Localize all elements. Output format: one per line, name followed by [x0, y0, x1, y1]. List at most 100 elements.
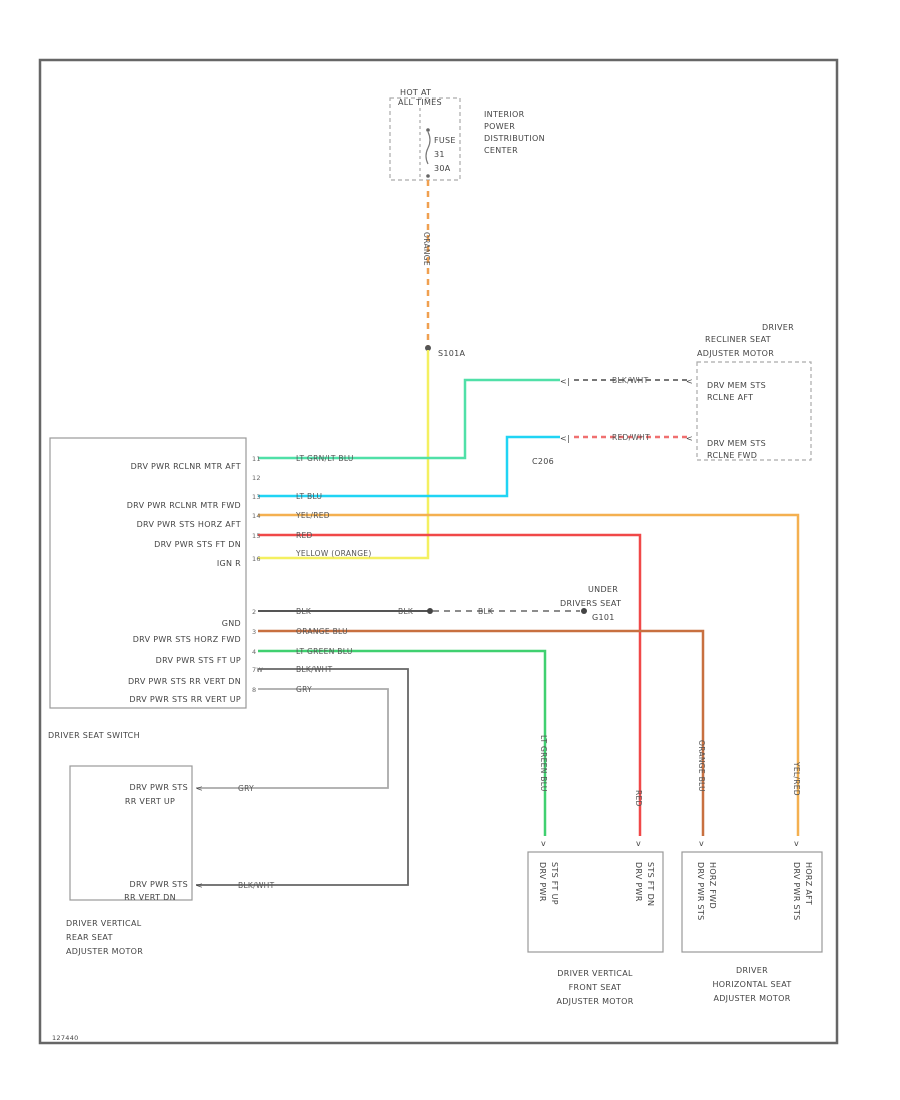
horz-title-2: HORIZONTAL SEAT: [712, 980, 791, 989]
switch-terminal-6-name: IGN R: [217, 559, 241, 568]
switch-pin-11: 8: [252, 686, 256, 694]
switch-pin-7: 2: [252, 608, 256, 616]
wire-red: [258, 533, 642, 836]
switch-terminal-3-name: DRV PWR RCLNR MTR FWD: [127, 501, 241, 510]
wire-orange-blu: [258, 629, 705, 836]
wire-label-pin7: BLK: [296, 607, 312, 616]
switch-terminal-9-name: DRV PWR STS FT UP: [156, 656, 241, 665]
fuse-number: 31: [434, 150, 445, 159]
wire-yellow-ign: [258, 350, 430, 560]
connector-c206-lower: <: [560, 434, 567, 443]
fuse-label: FUSE: [434, 136, 456, 145]
switch-terminal-1-name: DRV PWR RCLNR MTR AFT: [131, 462, 241, 471]
rear-vertical-motor: DRV PWR STS RR VERT UP DRV PWR STS RR VE…: [66, 765, 203, 956]
front-arrow-2: v: [636, 839, 641, 848]
wire-label-pin5: RED: [296, 531, 313, 540]
fuse-top-terminal: [426, 128, 430, 132]
wire-label-gry-rear: GRY: [238, 784, 254, 793]
splice-s101: [427, 608, 433, 614]
rear-pin2-line1: DRV PWR STS: [130, 880, 188, 889]
switch-pin-6: 16: [252, 555, 261, 563]
switch-label: DRIVER SEAT SWITCH: [48, 731, 140, 740]
splice-s101a: [425, 345, 431, 351]
horz-arrow-1: v: [699, 839, 704, 848]
wire-label-lt-green-blu-vert: LT GREEN BLU: [539, 735, 548, 792]
wire-label-orange-blu-vert: ORANGE BLU: [697, 740, 706, 792]
wire-label-blk-wht-rear: BLK/WHT: [238, 881, 275, 890]
recliner-title-2: RECLINER SEAT: [705, 335, 771, 344]
connector-c206-lower-2: |: [567, 434, 570, 443]
switch-terminal-7-name: GND: [222, 619, 241, 628]
rear-pin1-line2: RR VERT UP: [125, 797, 175, 806]
rear-title-3: ADJUSTER MOTOR: [66, 947, 143, 956]
ground-label-1: UNDER: [588, 585, 618, 594]
switch-pin-8: 3: [252, 628, 256, 636]
recliner-motor: DRIVER RECLINER SEAT ADJUSTER MOTOR DRV …: [696, 323, 812, 461]
footer-code: 127440: [52, 1034, 79, 1042]
feed-wire-label: ORANGE: [422, 232, 431, 266]
arrow-recliner-pin1: <: [686, 377, 693, 386]
wire-label-blk-right: BLK: [478, 607, 494, 616]
connector-c206-label: C206: [532, 457, 554, 466]
recliner-title-1: DRIVER: [762, 323, 794, 332]
ground-label-2: DRIVERS SEAT: [560, 599, 621, 608]
wire-label-pin10: BLK/WHT: [296, 665, 333, 674]
recliner-pin2-line2: RCLNE FWD: [707, 451, 757, 460]
driver-seat-switch: DRV PWR RCLNR MTR AFT DRV PWR RCLNR MTR …: [48, 437, 263, 740]
horizontal-motor: v v DRV PWR STS HORZ FWD DRV PWR STS HOR…: [681, 839, 823, 1003]
fuse-rating: 30A: [434, 164, 451, 173]
switch-pin-3: 13: [252, 493, 261, 501]
wire-label-blk-wht-recliner: BLK/WHT: [612, 376, 649, 385]
rear-pin1-line1: DRV PWR STS: [130, 783, 188, 792]
front-pin2-line2: STS FT DN: [646, 862, 655, 906]
ground-point: [581, 608, 587, 614]
horz-title-3: ADJUSTER MOTOR: [713, 994, 790, 1003]
horz-pin2-line1: DRV PWR STS: [792, 862, 801, 920]
rear-title-2: REAR SEAT: [66, 933, 113, 942]
rear-arrow-1: <: [196, 784, 203, 793]
switch-pin-1: 11: [252, 455, 261, 463]
switch-terminal-5-name: DRV PWR STS FT DN: [154, 540, 241, 549]
fuse-bottom-terminal: [426, 174, 430, 178]
wire-label-pin11: GRY: [296, 685, 312, 694]
ipdc-line2: POWER: [484, 122, 515, 131]
power-source: HOT AT ALL TIMES FUSE 31 30A INTERIOR PO…: [389, 88, 545, 181]
ipdc-line4: CENTER: [484, 146, 518, 155]
wire-label-pin3: LT BLU: [296, 492, 322, 501]
rear-arrow-2: <: [196, 881, 203, 890]
hot-at-label: HOT AT: [400, 88, 431, 97]
front-pin1-line1: DRV PWR: [538, 862, 547, 902]
wire-label-pin4: YEL/RED: [295, 511, 330, 520]
front-pin2-line1: DRV PWR: [634, 862, 643, 902]
wire-lt-green-blu: [258, 649, 547, 836]
front-vertical-motor: v v DRV PWR STS FT UP DRV PWR STS FT DN …: [527, 839, 664, 1006]
ground-label-3: G101: [592, 613, 615, 622]
wire-lt-blu: [258, 435, 560, 498]
switch-terminal-8-name: DRV PWR STS HORZ FWD: [133, 635, 241, 644]
recliner-pin1-line1: DRV MEM STS: [707, 381, 766, 390]
switch-pin-5: 15: [252, 532, 261, 540]
arrow-recliner-pin2: <: [686, 434, 693, 443]
wire-label-pin1: LT GRN/LT BLU: [296, 454, 354, 463]
recliner-pin1-line2: RCLNE AFT: [707, 393, 753, 402]
switch-terminal-4-name: DRV PWR STS HORZ AFT: [137, 520, 241, 529]
splice-s101a-label: S101A: [438, 349, 466, 358]
front-title-1: DRIVER VERTICAL: [557, 969, 633, 978]
horz-title-1: DRIVER: [736, 966, 768, 975]
diagram-frame: [38, 58, 839, 1045]
rear-title-1: DRIVER VERTICAL: [66, 919, 142, 928]
switch-terminal-10-name: DRV PWR STS RR VERT DN: [128, 677, 241, 686]
horz-pin1-line1: DRV PWR STS: [696, 862, 705, 920]
wire-label-blk-left: BLK: [398, 607, 414, 616]
horz-pin2-line2: HORZ AFT: [804, 862, 813, 905]
ipdc-line3: DISTRIBUTION: [484, 134, 545, 143]
horz-pin1-line2: HORZ FWD: [708, 862, 717, 909]
front-pin1-line2: STS FT UP: [550, 862, 559, 905]
switch-pin-2: 12: [252, 474, 261, 482]
wire-label-pin6: YELLOW (ORANGE): [295, 549, 372, 558]
ipdc-line1: INTERIOR: [484, 110, 525, 119]
wire-label-red-vert: RED: [634, 790, 643, 807]
wire-label-yel-red-vert: YEL/RED: [792, 761, 801, 796]
fuse-icon: [425, 131, 431, 165]
